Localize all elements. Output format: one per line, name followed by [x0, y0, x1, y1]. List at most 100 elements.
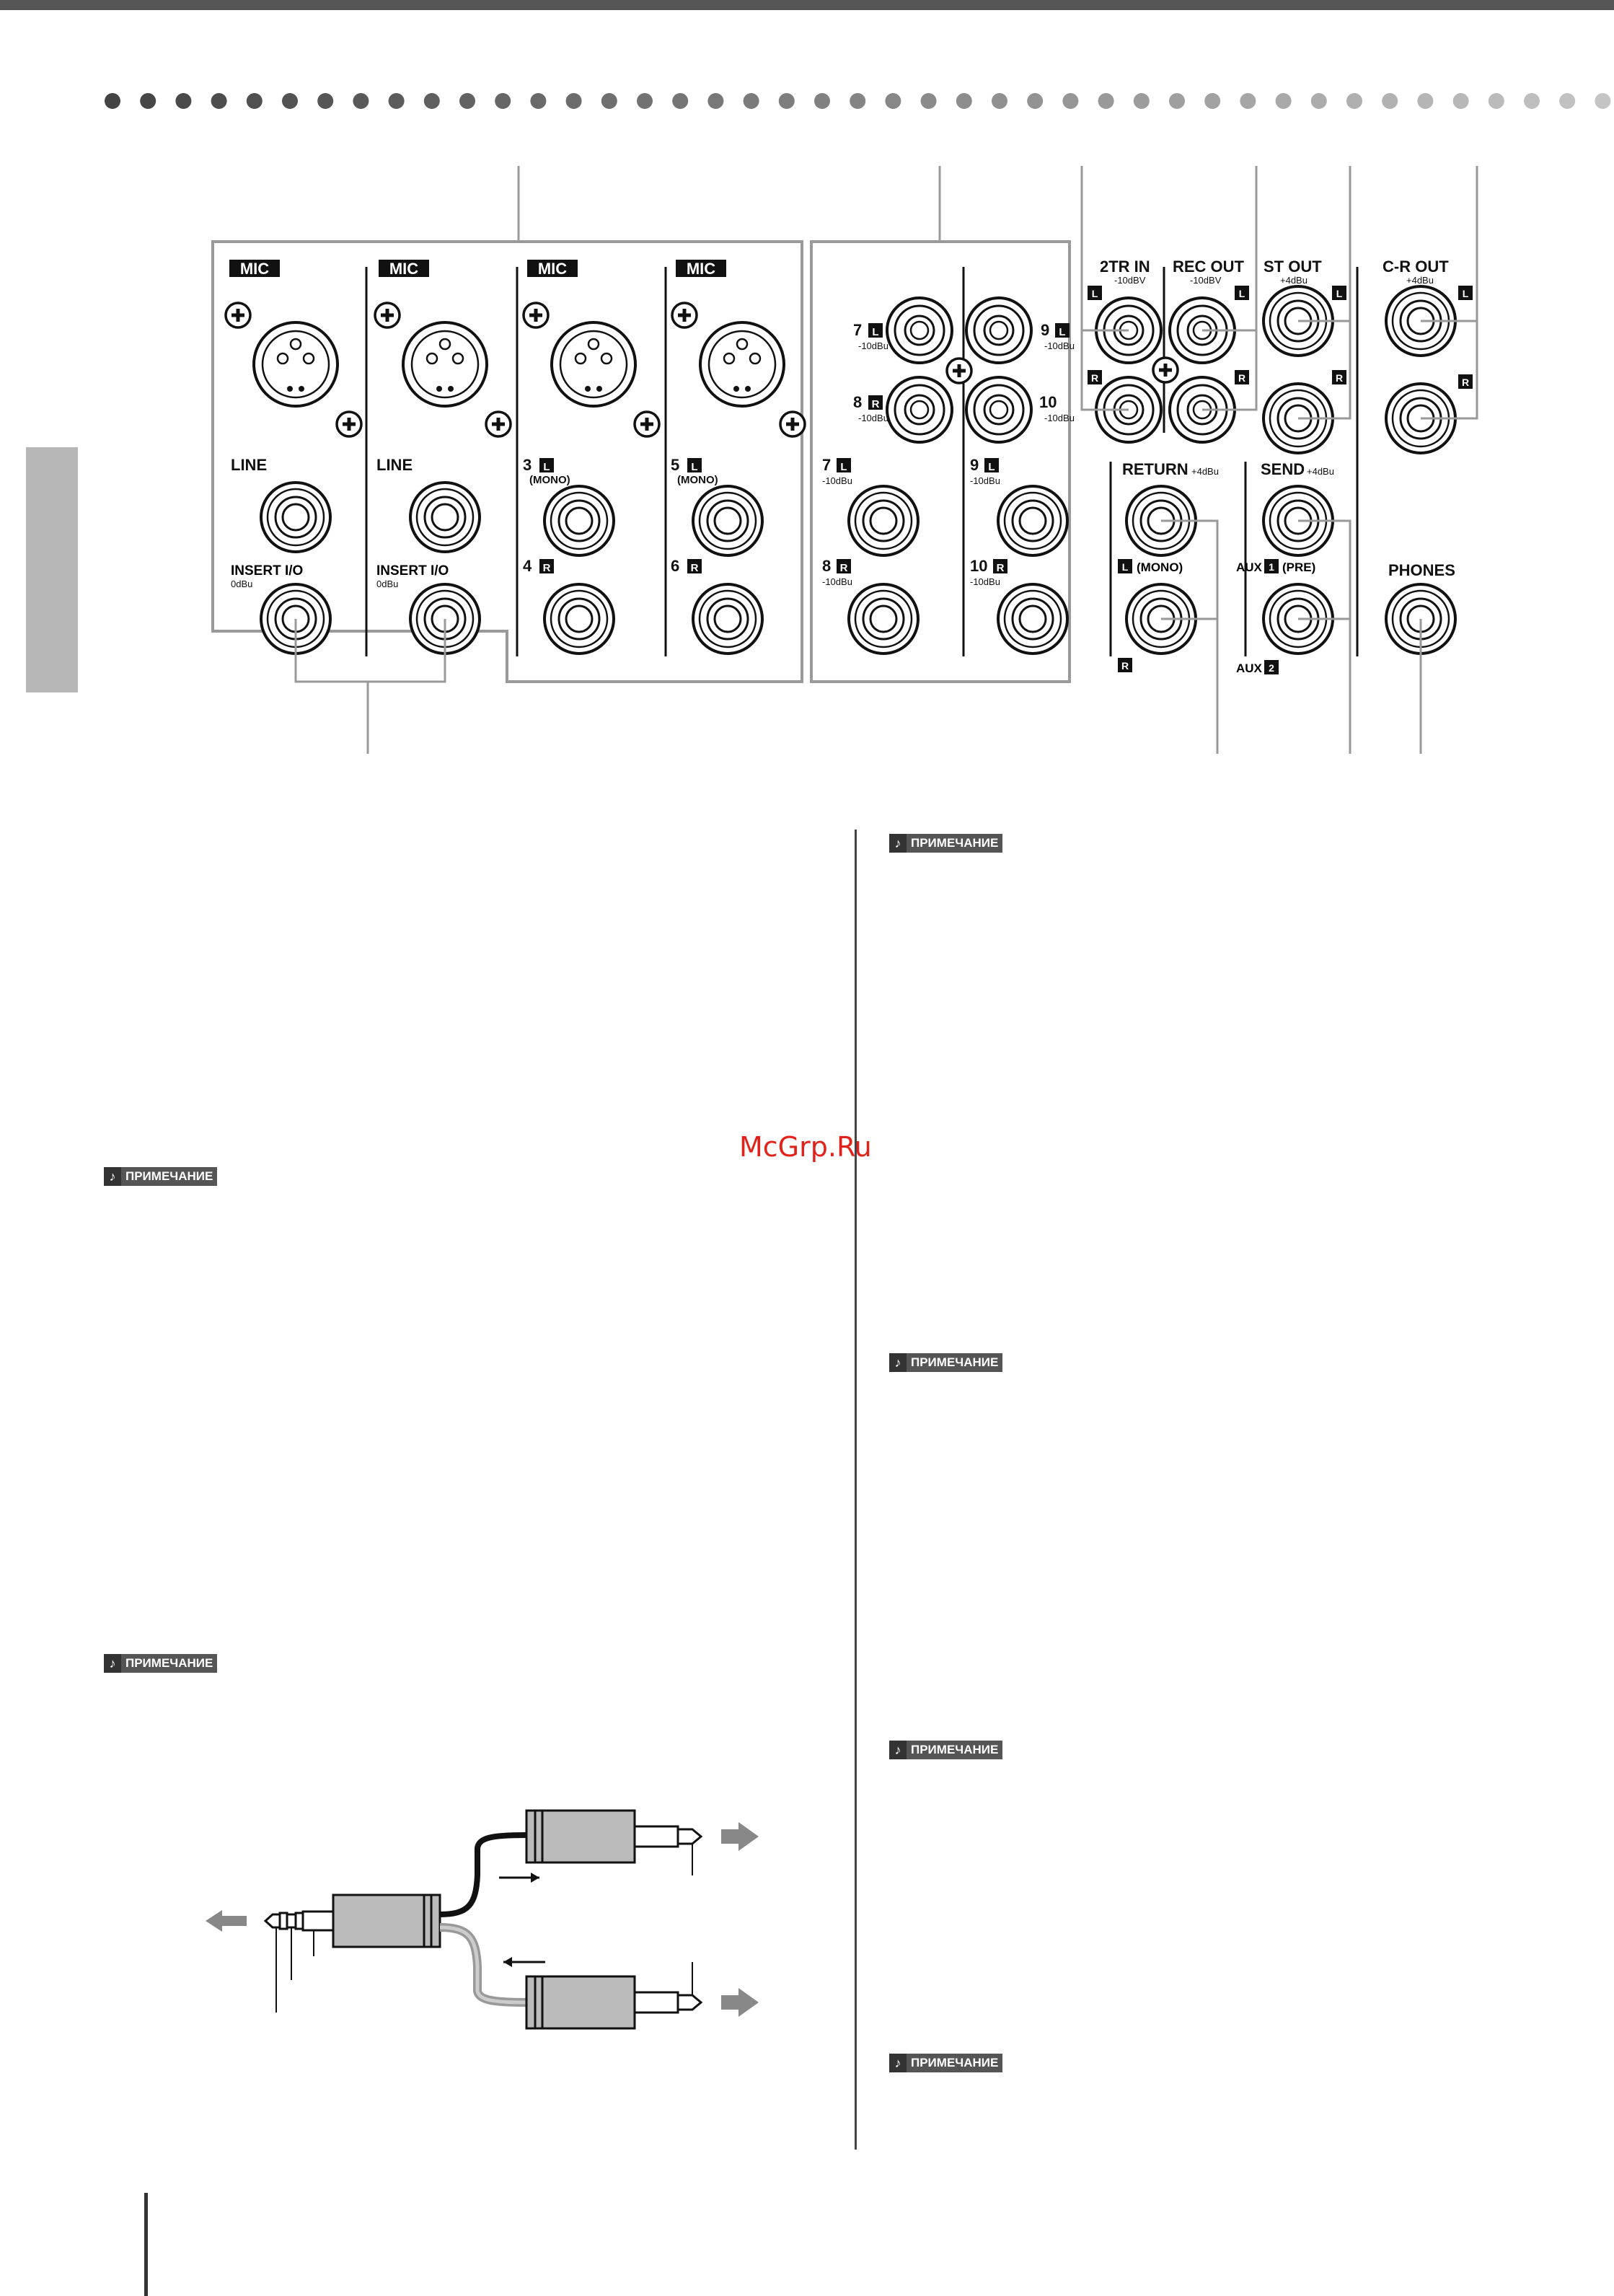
decor-dot [601, 93, 617, 109]
decor-dot [1240, 93, 1256, 109]
svg-text:0dBu: 0dBu [231, 579, 252, 589]
svg-text:(MONO): (MONO) [529, 474, 570, 486]
music-note-icon: ♪ [889, 1353, 907, 1372]
svg-text:R: R [1238, 372, 1245, 384]
decor-dot [920, 93, 937, 109]
line-jack-10 [997, 583, 1069, 655]
rec-out-label: REC OUT [1173, 258, 1245, 276]
svg-text:2: 2 [1269, 662, 1274, 674]
rear-panel-diagram: MIC MIC MIC MIC LINE LINE 3 L (MONO) 5 L… [211, 166, 1478, 754]
mic-labels: MIC MIC MIC MIC [229, 260, 726, 278]
decor-dot [1169, 93, 1185, 109]
svg-text:+4dBu: +4dBu [1307, 466, 1334, 477]
note-badge-4: ♪ПРИМЕЧАНИЕ [889, 1353, 1003, 1372]
line-jack-3 [543, 485, 615, 557]
arrow-left-icon [206, 1910, 247, 1932]
svg-text:5: 5 [671, 456, 679, 474]
decor-dot [211, 93, 227, 109]
rca-input-10 [965, 376, 1033, 444]
decor-dot [992, 93, 1007, 109]
line-label-1: LINE [231, 456, 267, 474]
svg-text:L: L [988, 461, 995, 473]
svg-text:R: R [840, 562, 848, 574]
svg-text:+4dBu: +4dBu [1280, 275, 1307, 286]
svg-text:9: 9 [970, 456, 979, 474]
music-note-icon: ♪ [889, 1741, 907, 1759]
decor-dot [495, 93, 511, 109]
xlr-input-2 [402, 321, 488, 408]
rca-input-7 [886, 296, 953, 364]
svg-text:L: L [1463, 288, 1469, 299]
decor-dot [317, 93, 334, 109]
svg-text:L: L [1092, 288, 1098, 299]
decor-dot [672, 93, 689, 109]
decor-dot [105, 93, 120, 109]
rca-input-8 [886, 376, 953, 444]
music-note-icon: ♪ [104, 1167, 121, 1186]
line-jack-7 [847, 485, 920, 557]
mic-label-1: MIC [240, 260, 269, 278]
svg-text:L: L [543, 461, 550, 473]
svg-text:-10dBu: -10dBu [1044, 340, 1075, 351]
line-jack-6 [692, 583, 764, 655]
decor-dot [459, 93, 475, 109]
line-jack-8 [847, 583, 920, 655]
svg-text:L: L [1239, 288, 1245, 299]
arrow-right-icon [721, 1988, 759, 2017]
svg-text:L: L [1059, 326, 1065, 338]
svg-text:1: 1 [1269, 561, 1274, 573]
decor-dot [1382, 93, 1398, 109]
column-divider [855, 830, 857, 2150]
svg-text:R: R [1121, 660, 1129, 672]
decor-dot [1027, 93, 1044, 109]
line-label-2: LINE [376, 456, 413, 474]
decor-dot [1524, 93, 1540, 109]
rca-input-9 [965, 296, 1033, 364]
svg-text:R: R [997, 562, 1005, 574]
decor-dot [246, 93, 263, 109]
svg-text:-10dBu: -10dBu [858, 413, 888, 423]
decor-dot [1595, 93, 1611, 109]
svg-text:+4dBu: +4dBu [1191, 466, 1219, 477]
cr-out-label: C-R OUT [1383, 258, 1449, 276]
note-badge-6: ♪ПРИМЕЧАНИЕ [889, 2054, 1003, 2072]
decor-dot [1062, 93, 1079, 109]
decor-dot [1559, 93, 1576, 109]
decor-dot [707, 93, 724, 109]
note-badge-3: ♪ПРИМЕЧАНИЕ [889, 834, 1003, 853]
svg-text:R: R [872, 398, 880, 410]
decor-dot [743, 93, 759, 109]
decor-dot [353, 93, 369, 109]
decor-dot [140, 93, 156, 109]
send-label: SEND [1261, 460, 1305, 478]
svg-text:AUX: AUX [1236, 661, 1263, 675]
svg-text:0dBu: 0dBu [376, 579, 398, 589]
svg-text:10: 10 [970, 557, 987, 575]
svg-text:4: 4 [523, 557, 532, 575]
music-note-icon: ♪ [104, 1654, 121, 1673]
decor-dot [1488, 93, 1504, 109]
svg-text:-10dBV: -10dBV [1190, 275, 1222, 286]
svg-text:7: 7 [853, 321, 862, 339]
decor-dot [388, 93, 405, 109]
dot-row [105, 93, 1611, 109]
svg-text:7: 7 [822, 456, 831, 474]
svg-text:L: L [1336, 288, 1343, 299]
note-badge-2: ♪ПРИМЕЧАНИЕ [104, 1654, 218, 1673]
svg-text:9: 9 [1041, 321, 1049, 339]
phones-label: PHONES [1388, 561, 1455, 579]
mic-label-4: MIC [687, 260, 715, 278]
note-badge-5: ♪ПРИМЕЧАНИЕ [889, 1741, 1003, 1759]
svg-text:R: R [1091, 372, 1098, 384]
decor-dot [1275, 93, 1292, 109]
line-jack-1 [260, 481, 332, 553]
decor-dot [850, 93, 866, 109]
svg-text:(MONO): (MONO) [677, 474, 718, 486]
svg-text:AUX: AUX [1236, 560, 1263, 574]
two-tr-in-label: 2TR IN [1100, 258, 1150, 276]
decor-dot [1098, 93, 1114, 109]
svg-text:3: 3 [523, 456, 532, 474]
svg-text:-10dBu: -10dBu [1044, 413, 1075, 423]
svg-text:10: 10 [1039, 393, 1057, 411]
xlr-input-3 [550, 321, 637, 408]
